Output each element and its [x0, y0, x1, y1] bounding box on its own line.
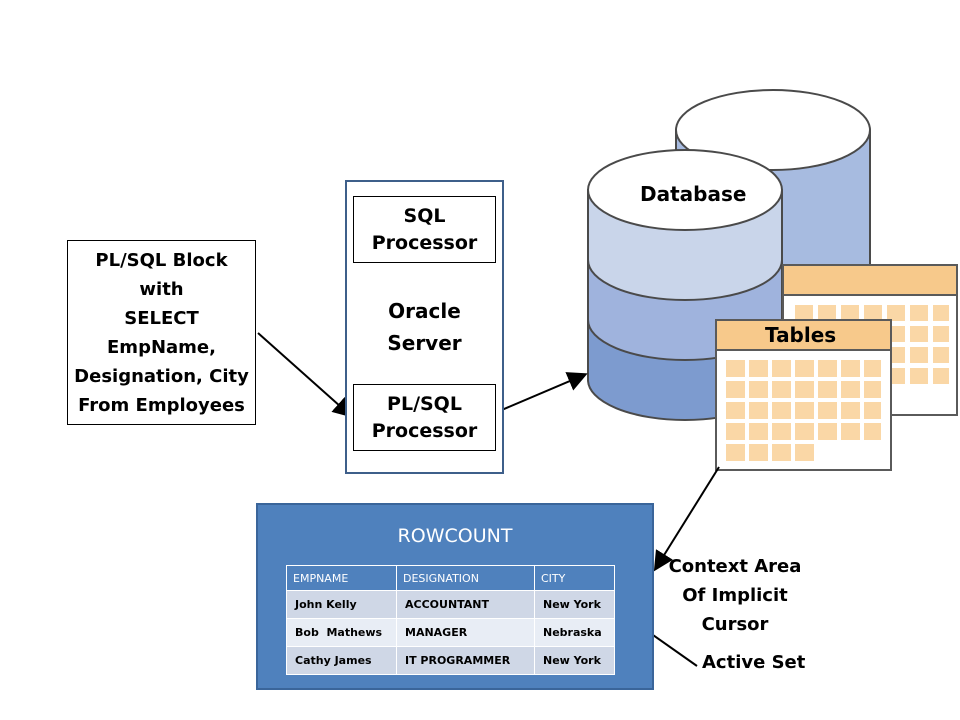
- table-cell: Bob Mathews: [286, 618, 397, 647]
- table-cell: MANAGER: [396, 618, 535, 647]
- plsql-block-line: Designation, City: [74, 365, 249, 387]
- plsql-processor-label: PL/SQL: [387, 392, 462, 415]
- table-cell: ACCOUNTANT: [396, 590, 535, 619]
- sql-processor-label: Processor: [371, 231, 478, 254]
- sql-processor-box: SQL Processor: [353, 196, 496, 263]
- context-area-line: Of Implicit: [682, 585, 788, 606]
- oracle-server-label-line: Oracle: [388, 299, 461, 323]
- plsql-block-line: EmpName,: [107, 336, 216, 358]
- context-area-line: Cursor: [701, 614, 769, 635]
- plsql-block-box: PL/SQL Block with SELECT EmpName, Design…: [67, 240, 256, 425]
- plsql-block-line: with: [139, 278, 184, 300]
- table-row: John Kelly ACCOUNTANT New York: [286, 590, 615, 619]
- arrow-tables-to-context-area: [653, 466, 720, 572]
- table-cell: New York: [534, 590, 615, 619]
- plsql-block-line: SELECT: [124, 307, 199, 329]
- plsql-block-line: From Employees: [78, 394, 245, 416]
- oracle-server-box: SQL Processor Oracle Server PL/SQL Proce…: [345, 180, 504, 474]
- database-label: Database: [640, 182, 747, 206]
- plsql-processor-box: PL/SQL Processor: [353, 384, 496, 451]
- table-cell: Cathy James: [286, 646, 397, 675]
- active-set-label: Active Set: [702, 652, 806, 673]
- table-row: Bob Mathews MANAGER Nebraska: [286, 618, 615, 647]
- table-cell: IT PROGRAMMER: [396, 646, 535, 675]
- table-calendar-icon: [715, 319, 892, 471]
- table-cell: John Kelly: [286, 590, 397, 619]
- column-header: CITY: [534, 565, 615, 591]
- tables-label: Tables: [765, 323, 837, 347]
- oracle-server-label: Oracle Server: [347, 295, 502, 359]
- context-area-line: Context Area: [668, 556, 802, 577]
- active-set-table: EMPNAME DESIGNATION CITY John Kelly ACCO…: [286, 565, 615, 675]
- column-header: EMPNAME: [286, 565, 397, 591]
- context-area-label: Context Area Of Implicit Cursor: [666, 552, 804, 639]
- plsql-block-line: PL/SQL Block: [95, 249, 228, 271]
- column-header: DESIGNATION: [396, 565, 535, 591]
- table-cell: Nebraska: [534, 618, 615, 647]
- sql-processor-label: SQL: [403, 204, 446, 227]
- table-cell: New York: [534, 646, 615, 675]
- arrow-processor-to-database: [496, 372, 588, 413]
- rowcount-title: ROWCOUNT: [397, 525, 513, 547]
- oracle-server-label-line: Server: [387, 331, 462, 355]
- table-header-row: EMPNAME DESIGNATION CITY: [286, 565, 615, 591]
- table-row: Cathy James IT PROGRAMMER New York: [286, 646, 615, 675]
- arrow-block-to-processor: [257, 332, 353, 418]
- plsql-processor-label: Processor: [371, 419, 478, 442]
- context-area-panel: ROWCOUNT EMPNAME DESIGNATION CITY John K…: [256, 503, 654, 690]
